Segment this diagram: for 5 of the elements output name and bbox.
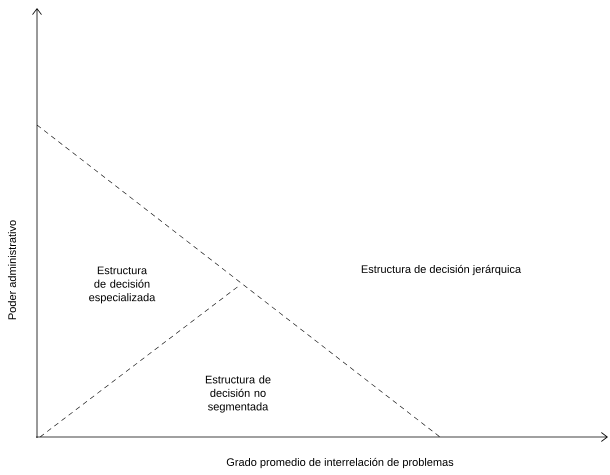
region-label: Estructura de decisión especializada	[89, 266, 156, 304]
region-label: Estructura de decisión no segmentada	[206, 375, 271, 413]
axis-label: Poder administrativo	[8, 220, 16, 320]
axis-label: Grado promedio de interrelación de problemas	[226, 458, 454, 468]
region-label: Estructura de decisión jerárquica	[362, 264, 522, 276]
